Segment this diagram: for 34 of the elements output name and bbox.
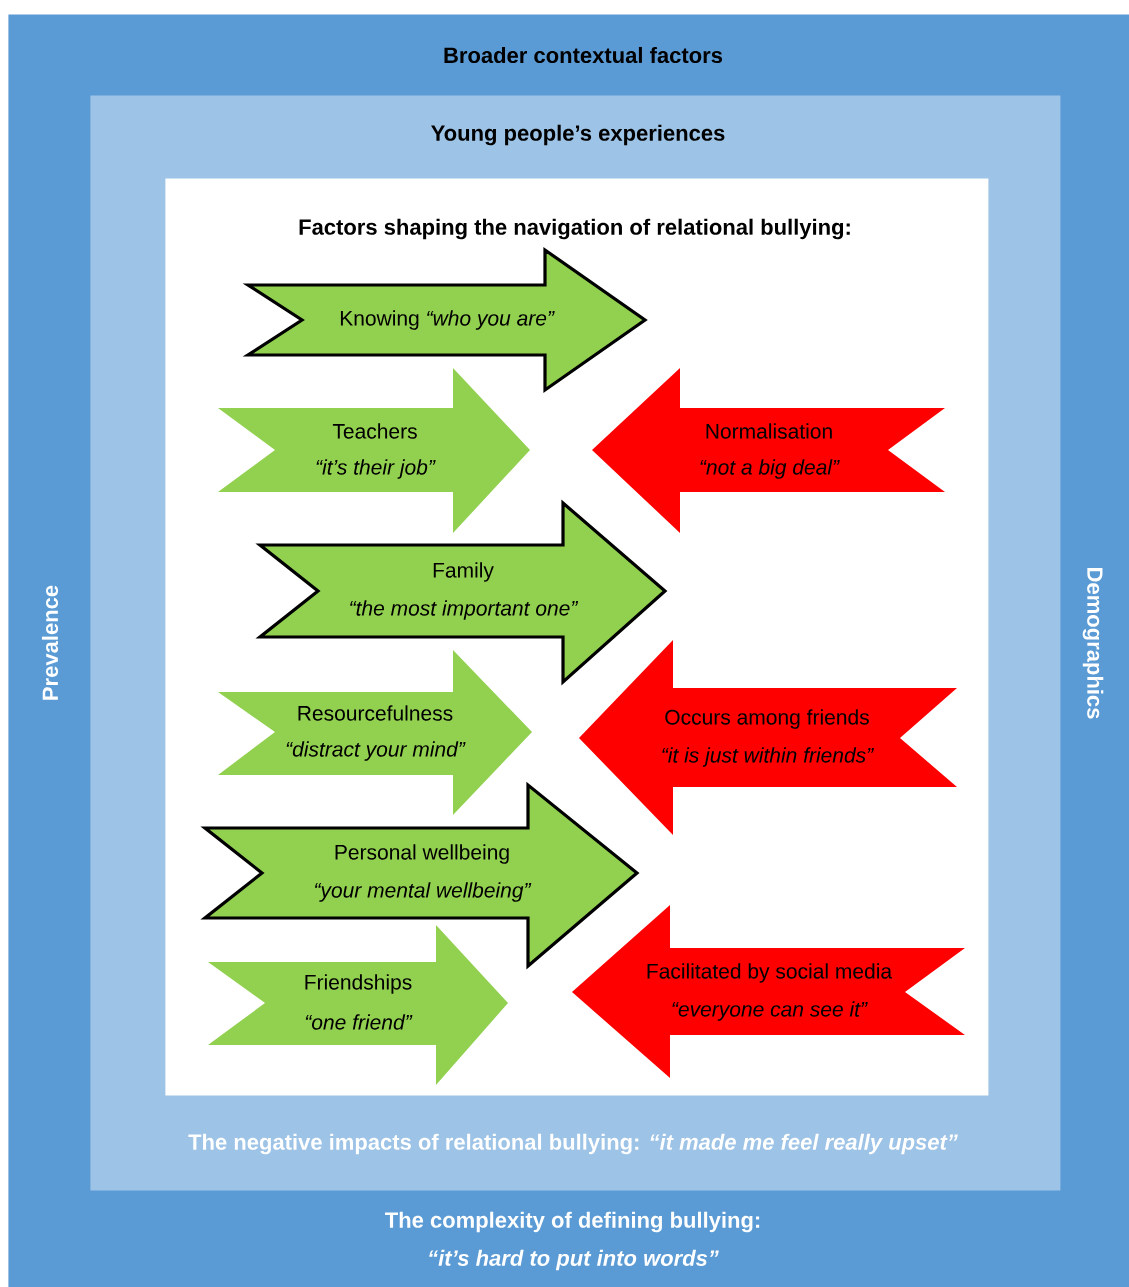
right-arrow-shape (208, 925, 508, 1085)
arrow-label: Knowing “who you are” (340, 310, 555, 330)
right-arrow-shape (255, 499, 668, 686)
right-arrow-shape (200, 781, 640, 970)
arrow-label: “the most important one” (350, 600, 579, 620)
arrow-label: “it is just within friends” (662, 747, 874, 767)
arrow-label: Resourcefulness (298, 705, 453, 721)
left-arrow-shape (579, 640, 957, 835)
arrow-label: “not a big deal” (700, 459, 840, 479)
arrow-label: “everyone can see it” (672, 1001, 868, 1021)
arrow-label: “it’s their job” (316, 459, 436, 479)
side-label: Demographics (1082, 568, 1104, 719)
arrow-label: “your mental wellbeing” (314, 882, 532, 902)
heading: Young people’s experiences (431, 124, 725, 146)
right-arrow-shape (218, 368, 530, 533)
arrow-label: Personal wellbeing (335, 844, 509, 864)
side-label: Prevalence (41, 585, 59, 700)
heading: The negative impacts of relational bullying: “it made me feel really upset” (188, 1133, 958, 1155)
left-arrow-shape (572, 905, 965, 1078)
arrow-label: “one friend” (305, 1014, 413, 1030)
right-arrow-shape (218, 650, 532, 815)
arrow-label: Friendships (305, 974, 412, 994)
heading: Broader contextual factors (444, 46, 723, 64)
arrow-label: Occurs among friends (665, 709, 869, 729)
arrow-label: Teachers (332, 423, 417, 439)
arrow-label: “distract your mind” (286, 741, 466, 761)
heading: The complexity of defining bullying: (385, 1211, 760, 1233)
arrow-label: Normalisation (706, 423, 832, 439)
heading: Factors shaping the navigation of relational bullying: (299, 218, 850, 240)
arrow-label: Facilitated by social media (647, 963, 893, 983)
right-arrow-shape (242, 246, 648, 394)
arrow-label: Family (433, 562, 494, 582)
heading: “it’s hard to put into words” (429, 1249, 719, 1271)
left-arrow-shape (592, 368, 945, 533)
